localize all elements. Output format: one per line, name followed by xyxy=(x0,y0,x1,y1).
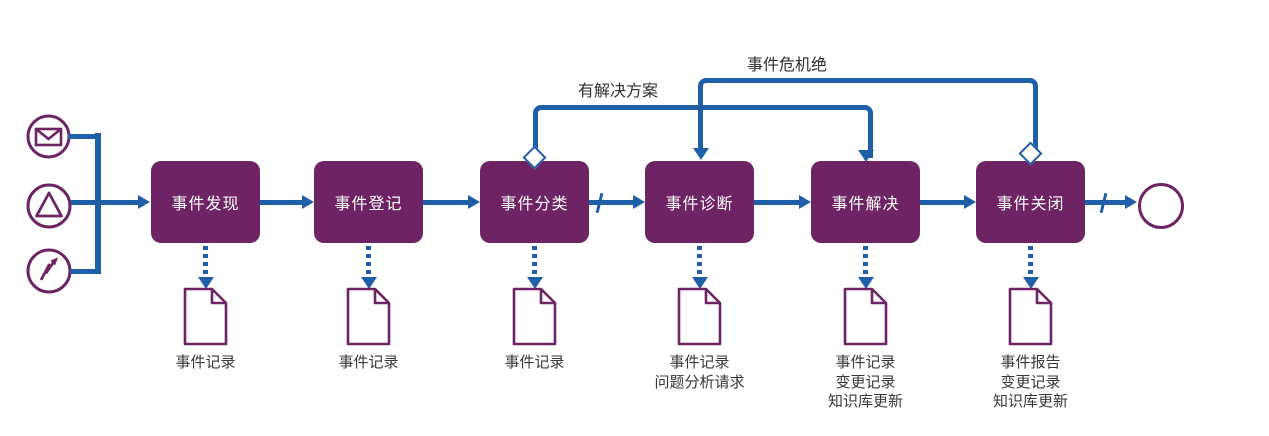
stage-label: 事件发现 xyxy=(171,196,240,213)
document-icon-4 xyxy=(676,287,723,346)
crisis-loop-arrowhead xyxy=(692,148,709,160)
email-connector-line xyxy=(68,133,100,139)
end-event-circle xyxy=(1138,183,1184,229)
document-icon-2 xyxy=(345,287,392,346)
document-icon-3 xyxy=(511,287,558,346)
flow-arrowhead-6 xyxy=(1125,195,1137,209)
output-label-2: 事件记录 xyxy=(338,354,399,371)
stage-box-resolution: 事件解决 xyxy=(811,161,920,243)
output-arrowhead-5 xyxy=(858,277,874,289)
triangle-alert-icon xyxy=(26,183,72,229)
stage-label: 事件登记 xyxy=(334,196,403,213)
lightning-event-icon xyxy=(26,248,72,294)
output-dotted-line-5 xyxy=(863,246,868,279)
output-dotted-line-6 xyxy=(1028,246,1033,279)
stage-box-classification: 事件分类 xyxy=(480,161,589,243)
stage-label: 事件解决 xyxy=(831,196,900,213)
output-label-5: 事件记录 变更记录 知识库更新 xyxy=(827,354,903,410)
output-label-3: 事件记录 xyxy=(504,354,565,371)
output-arrowhead-1 xyxy=(198,277,214,289)
flow-arrowhead-5 xyxy=(964,195,976,209)
flow-line-4 xyxy=(754,200,800,205)
flow-arrowhead-2 xyxy=(468,195,480,209)
output-dotted-line-2 xyxy=(366,246,371,279)
stage-box-discovery: 事件发现 xyxy=(151,161,260,243)
output-arrowhead-2 xyxy=(361,277,377,289)
output-dotted-line-3 xyxy=(532,246,537,279)
solution-loop-label: 有解决方案 xyxy=(578,83,659,100)
crisis-loop-line xyxy=(698,78,1038,153)
flow-arrowhead-4 xyxy=(799,195,811,209)
email-icon xyxy=(26,114,71,159)
solution-loop-line xyxy=(533,105,873,158)
stage-box-closure: 事件关闭 xyxy=(976,161,1085,243)
flow-arrowhead-3 xyxy=(633,195,645,209)
flow-arrowhead-1 xyxy=(302,195,314,209)
lightning-connector-line xyxy=(70,268,100,274)
output-dotted-line-1 xyxy=(203,246,208,279)
output-label-6: 事件报告 变更记录 知识库更新 xyxy=(992,354,1068,410)
stage-label: 事件关闭 xyxy=(996,196,1065,213)
source-to-flow-arrowhead xyxy=(138,195,150,209)
output-label-4: 事件记录 问题分析请求 xyxy=(654,354,745,391)
output-label-1: 事件记录 xyxy=(175,354,236,371)
output-dotted-line-4 xyxy=(697,246,702,279)
stage-label: 事件诊断 xyxy=(665,196,734,213)
output-arrowhead-4 xyxy=(692,277,708,289)
stage-label: 事件分类 xyxy=(500,196,569,213)
flow-line-1 xyxy=(260,200,303,205)
flow-line-3 xyxy=(589,200,634,205)
source-to-flow-line xyxy=(71,200,138,205)
solution-loop-arrowhead xyxy=(857,150,874,162)
document-icon-6 xyxy=(1007,287,1054,346)
document-icon-5 xyxy=(842,287,889,346)
flow-line-5 xyxy=(920,200,965,205)
flow-line-6 xyxy=(1085,200,1126,205)
crisis-loop-label: 事件危机绝 xyxy=(747,57,828,74)
flow-line-2 xyxy=(423,200,469,205)
output-arrowhead-6 xyxy=(1023,277,1039,289)
stage-box-diagnosis: 事件诊断 xyxy=(645,161,754,243)
output-arrowhead-3 xyxy=(527,277,543,289)
stage-box-registration: 事件登记 xyxy=(314,161,423,243)
document-icon-1 xyxy=(182,287,229,346)
